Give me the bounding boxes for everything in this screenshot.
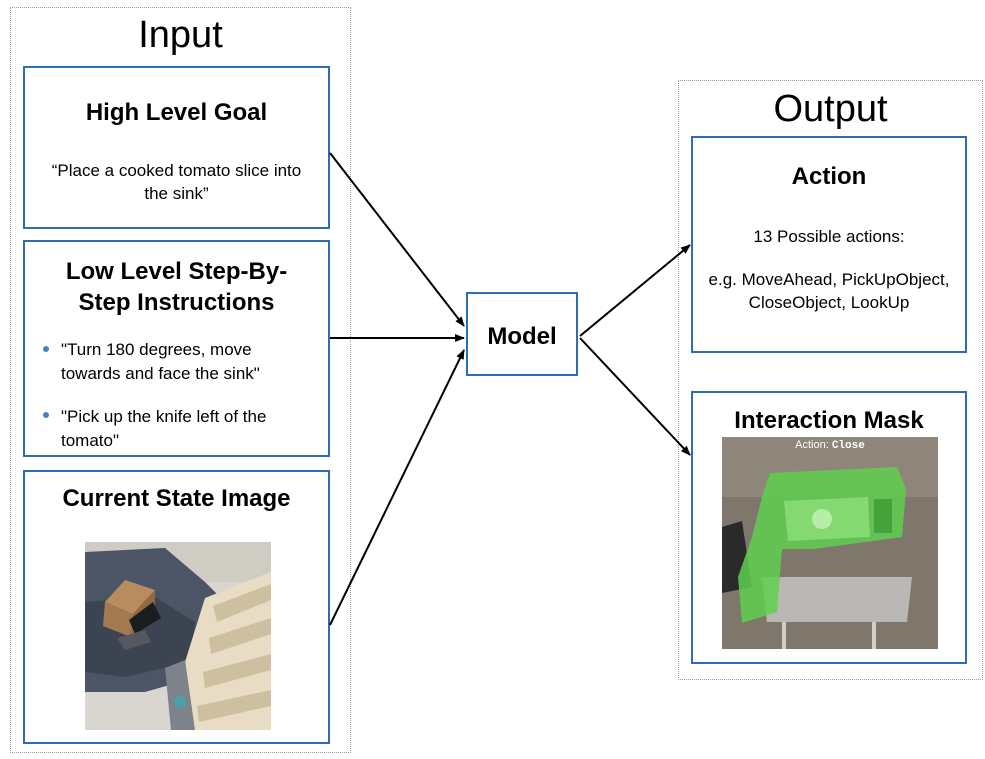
interaction-mask-box: Interaction Mask Action: Close [691, 391, 967, 664]
current-state-title: Current State Image [62, 485, 291, 512]
instruction-1-line2: towards and face the sink" [61, 364, 260, 383]
instructions-title-line1: Low Level Step-By- [65, 258, 288, 285]
high-level-goal-title: High Level Goal [85, 99, 268, 126]
sofa-scene-icon [85, 542, 271, 730]
microwave-mask-icon [722, 437, 938, 649]
action-examples-line1: e.g. MoveAhead, PickUpObject, [708, 270, 950, 289]
high-level-goal-box: High Level Goal “Place a cooked tomato s… [23, 66, 330, 229]
instructions-box: Low Level Step-By- Step Instructions "Tu… [23, 240, 330, 457]
arrow-model-to-mask [579, 337, 691, 456]
action-examples-line2: CloseObject, LookUp [748, 293, 910, 312]
current-state-image [85, 542, 271, 730]
action-box: Action 13 Possible actions: e.g. MoveAhe… [691, 136, 967, 353]
interaction-mask-image: Action: Close [722, 437, 938, 649]
model-label: Model [487, 323, 557, 350]
interaction-mask-title: Interaction Mask [734, 407, 924, 434]
goal-quote-line2: the sink” [144, 184, 209, 203]
action-subtitle: 13 Possible actions: [753, 227, 905, 246]
output-title: Output [773, 88, 888, 130]
action-title: Action [791, 163, 867, 190]
input-group [10, 7, 351, 753]
mask-caption: Action: Close [722, 439, 938, 452]
mask-caption-action: Close [831, 440, 865, 452]
instructions-title-line2: Step Instructions [78, 289, 275, 316]
instruction-2-line2: tomato" [61, 431, 120, 450]
current-state-box: Current State Image [23, 470, 330, 744]
output-group [678, 80, 983, 680]
mask-caption-prefix: Action: [795, 439, 832, 451]
arrow-model-to-action [579, 244, 691, 337]
instruction-1-line1: "Turn 180 degrees, move [61, 340, 252, 359]
instruction-bullet-2 [43, 412, 49, 418]
instruction-2-line1: "Pick up the knife left of the [61, 407, 267, 426]
goal-quote-line1: “Place a cooked tomato slice into [51, 161, 302, 180]
arrow-state-to-model [329, 349, 465, 626]
arrow-goal-to-model [329, 152, 465, 327]
model-box: Model [466, 292, 578, 376]
input-title: Input [138, 14, 223, 56]
instruction-bullet-1 [43, 346, 49, 352]
